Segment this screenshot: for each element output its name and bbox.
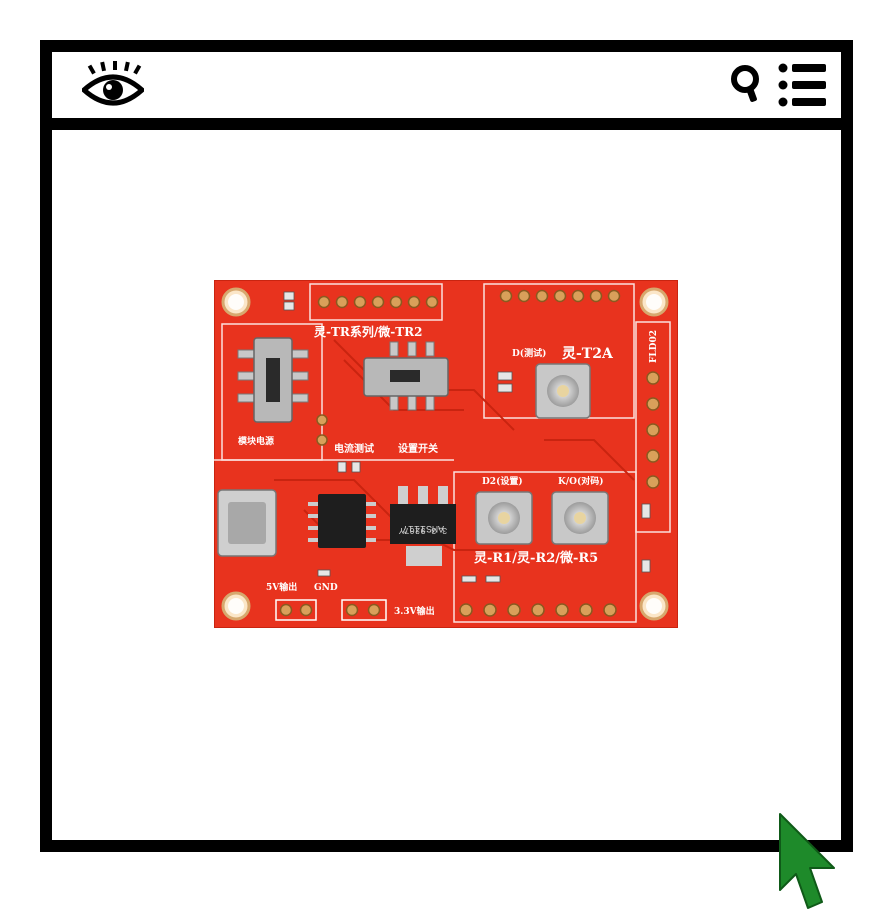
- label-power-module: 模块电源: [238, 435, 274, 447]
- label-set-switch: 设置开关: [398, 442, 438, 455]
- browser-window: 3.3 9267Y AMS1117: [40, 40, 853, 852]
- cursor-arrow-icon: [779, 813, 835, 909]
- label-gnd: GND: [314, 583, 338, 593]
- title-bar: [52, 52, 841, 130]
- label-ko-pair: K/O(对码): [558, 475, 603, 487]
- content-area: 3.3 9267Y AMS1117: [52, 130, 841, 840]
- label-d-test: D(测试): [512, 347, 546, 359]
- chip-marking-sub: 3.3 9267Y: [398, 525, 447, 535]
- label-current-test: 电流测试: [334, 442, 374, 455]
- chip-marking: AMS1117: [402, 522, 444, 533]
- label-3v3-out: 3.3V输出: [394, 605, 435, 617]
- label-5v-out: 5V输出: [266, 581, 297, 593]
- search-icon[interactable]: [730, 64, 764, 106]
- label-module-top: 灵-TR系列/微-TR2: [314, 324, 423, 339]
- pcb-board-image: 3.3 9267Y AMS1117: [214, 280, 678, 628]
- label-fld02: FLD02: [649, 330, 659, 363]
- label-d2-set: D2(设置): [482, 475, 523, 487]
- list-menu-icon[interactable]: [778, 62, 828, 108]
- eye-icon: [82, 61, 144, 106]
- label-r-series: 灵-R1/灵-R2/微-R5: [474, 550, 598, 566]
- label-t2a: 灵-T2A: [562, 346, 614, 362]
